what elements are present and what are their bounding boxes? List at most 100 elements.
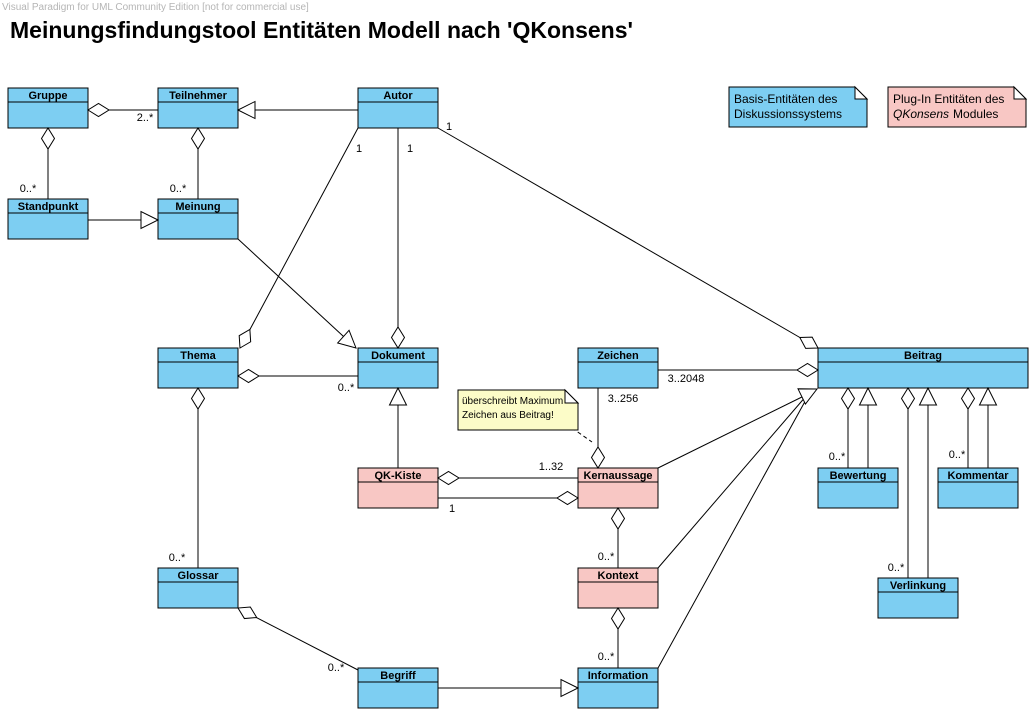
page-title: Meinungsfindungstool Entitäten Modell na… [10, 17, 633, 43]
entity-autor-box [357, 87, 439, 129]
entity-beitrag: Beitrag [817, 347, 1029, 389]
note-basis-entitaeten: Basis-Entitäten des Diskussionssystems [728, 85, 869, 128]
multiplicity-autor-thema: 1 [356, 143, 362, 155]
aggregation-diamond-qkkiste-kernaussage [437, 471, 460, 485]
generalization-triangle-beitrag-von-verlinkung [919, 387, 937, 406]
note-plugin-body [887, 86, 1027, 128]
entity-thema-box [157, 347, 239, 389]
edge-glossar-begriff [237, 607, 359, 671]
entity-qkkiste-label: QK-Kiste [374, 470, 421, 482]
entity-glossar: Glossar [157, 567, 239, 609]
aggregation-diamond-beitrag-kommentar [961, 387, 975, 410]
note-warnung-body [457, 389, 579, 431]
note-basis-line2: Diskussionssystems [734, 107, 842, 121]
entity-meinung-box [157, 198, 239, 240]
multiplicity-beitrag-verlinkung: 0..* [888, 562, 905, 574]
entity-dokument-label: Dokument [371, 350, 425, 362]
entity-kommentar-box [937, 467, 1019, 509]
entity-bewertung: Bewertung [817, 467, 899, 509]
note-basis-fold-corner [854, 85, 869, 100]
entity-gruppe: Gruppe [7, 87, 89, 129]
entity-thema: Thema [157, 347, 239, 389]
multiplicity-autor-beitrag: 1 [446, 121, 452, 133]
aggregation-diamond-beitrag-verlinkung [901, 387, 915, 410]
entity-autor-label: Autor [383, 90, 413, 102]
aggregation-diamond-gruppe-standpunkt [41, 127, 55, 150]
entity-kontext-label: Kontext [598, 570, 639, 582]
edge-autor-beitrag [437, 127, 819, 349]
entity-teilnehmer: Teilnehmer [157, 87, 239, 129]
note-warnung-fold-corner [564, 388, 580, 404]
generalization-triangle-meinung [140, 211, 159, 229]
edge-meinung-dokument-generalization [237, 238, 357, 349]
multiplicity-autor-dokument: 1 [407, 143, 413, 155]
aggregation-diamond-kernaussage-kontext [611, 507, 625, 530]
note-warnung-line1: überschreibt Maximum [462, 396, 563, 407]
multiplicity-zeichen-kernaussage: 3..256 [608, 393, 639, 405]
entity-zeichen-box [577, 347, 659, 389]
aggregation-diamond-kernaussage-zeichen [591, 446, 605, 469]
entity-gruppe-box [7, 87, 89, 129]
aggregation-diamond-gruppe-teilnehmer [87, 103, 110, 117]
entity-standpunkt: Standpunkt [7, 198, 89, 240]
generalization-triangle-teilnehmer [237, 101, 256, 119]
note-plugin-entitaeten: Plug-In Entitäten des QKonsens Modules [887, 85, 1028, 128]
note-plugin-line2-rest: Modules [953, 107, 998, 121]
aggregation-diamond-beitrag-bewertung [841, 387, 855, 410]
entity-standpunkt-label: Standpunkt [18, 201, 79, 213]
entity-kernaussage-box [577, 467, 659, 509]
entity-standpunkt-box [7, 198, 89, 240]
entity-meinung: Meinung [157, 198, 239, 240]
entity-bewertung-label: Bewertung [830, 470, 887, 482]
aggregation-diamond-teilnehmer-meinung [191, 127, 205, 150]
note-plugin-line2-italic: QKonsens [893, 107, 949, 121]
multiplicity-zeichen-beitrag: 3..2048 [668, 373, 705, 385]
multiplicity-gruppe-standpunkt: 0..* [20, 183, 37, 195]
edge-kernaussage-beitrag-generalization [657, 393, 809, 469]
entity-dokument: Dokument [357, 347, 439, 389]
aggregation-diamond-thema-glossar [191, 387, 205, 410]
entity-beitrag-label: Beitrag [904, 350, 942, 362]
watermark: Visual Paradigm for UML Community Editio… [2, 2, 309, 13]
multiplicity-kernaussage-qkkiste: 1 [449, 503, 455, 515]
note-plugin-line1: Plug-In Entitäten des [893, 92, 1004, 106]
note-basis-line1: Basis-Entitäten des [734, 92, 837, 106]
multiplicity-labels: 2..* 0..* 0..* 1 1 1 0..* 0..* 3..2048 3… [20, 112, 966, 674]
aggregation-diamond-thema-autor [233, 325, 257, 352]
multiplicity-glossar-begriff: 0..* [328, 662, 345, 674]
entity-begriff: Begriff [357, 667, 439, 709]
entity-gruppe-label: Gruppe [28, 90, 67, 102]
entity-meinung-label: Meinung [175, 201, 220, 213]
aggregation-diamond-dokument-autor [391, 326, 405, 349]
multiplicity-teilnehmer-meinung: 0..* [170, 183, 187, 195]
aggregation-diamond-thema-dokument [237, 369, 260, 383]
entity-autor: Autor [357, 87, 439, 129]
entity-kernaussage-label: Kernaussage [583, 470, 652, 482]
entity-bewertung-box [817, 467, 899, 509]
entity-kommentar-label: Kommentar [947, 470, 1009, 482]
entity-zeichen: Zeichen [577, 347, 659, 389]
entity-kernaussage: Kernaussage [577, 467, 659, 509]
edge-kontext-beitrag-generalization [657, 394, 808, 569]
entity-thema-label: Thema [180, 350, 216, 362]
associations [47, 109, 989, 689]
edge-information-beitrag-generalization [657, 395, 809, 669]
generalization-triangle-beitrag-unten-links [797, 380, 822, 405]
generalization-triangle-beitrag-von-bewertung [859, 387, 877, 406]
aggregation-diamond-kontext-information [611, 607, 625, 630]
multiplicity-kernaussage-kontext: 0..* [598, 551, 615, 563]
entity-verlinkung-label: Verlinkung [890, 580, 946, 592]
note-plugin-fold-corner [1013, 85, 1028, 100]
multiplicity-thema-dokument: 0..* [338, 382, 355, 394]
generalization-triangle-information [560, 679, 579, 697]
entity-qkkiste: QK-Kiste [357, 467, 439, 509]
edge-autor-thema [239, 127, 359, 349]
generalization-triangle-beitrag-von-kommentar [979, 387, 997, 406]
entity-verlinkung-box [877, 577, 959, 619]
multiplicity-gruppe-teilnehmer: 2..* [137, 112, 154, 124]
entity-kommentar: Kommentar [937, 467, 1019, 509]
entity-kontext: Kontext [577, 567, 659, 609]
entity-beitrag-box [817, 347, 1029, 389]
generalization-triangle-dokument-von-qkkiste [389, 387, 407, 406]
